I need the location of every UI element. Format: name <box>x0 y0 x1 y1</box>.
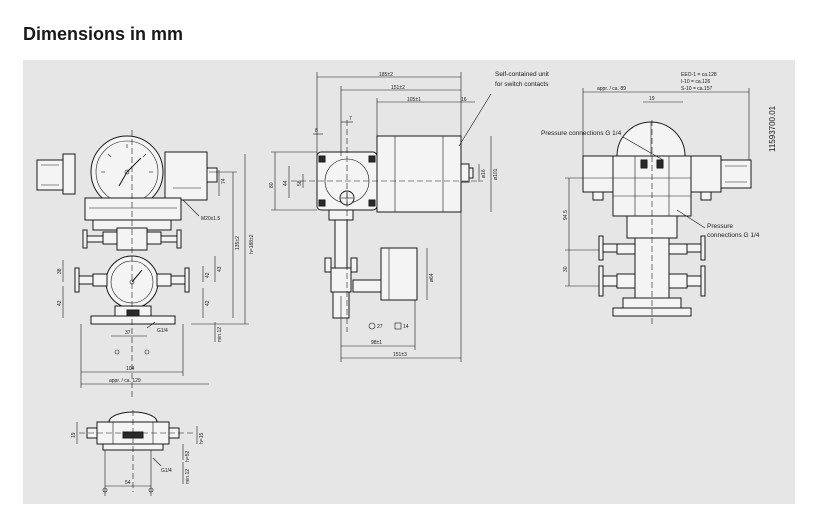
right-view: EEO-1 = ca.128 I-10 = ca.126 S-10 = ca.1… <box>541 72 777 326</box>
dim-43: 43 <box>217 266 223 272</box>
dim-80: 80 <box>269 182 275 188</box>
self-contained-note-1: Self-contained unit <box>495 71 549 78</box>
dim-37: 37 <box>125 330 131 336</box>
dim-phi101: ø101 <box>493 168 499 180</box>
dim-h15: h=15 <box>199 433 205 444</box>
dim-30: 30 <box>563 266 569 272</box>
dim-eeo: EEO-1 = ca.128 <box>681 72 717 78</box>
dim-151: 151±2 <box>391 85 405 91</box>
drawing-panel: M20x1.5 74 135±2 h=188±2 43 42 42 min.12… <box>23 60 795 504</box>
dim-min12-bottom: min.12 <box>185 469 191 484</box>
dim-188: h=188±2 <box>249 234 255 254</box>
dim-54: 54 <box>125 480 131 486</box>
dim-105: 105±1 <box>407 97 421 103</box>
g14-bottom: G1/4 <box>161 468 172 474</box>
front-view: M20x1.5 74 135±2 h=188±2 43 42 42 min.12… <box>36 130 255 400</box>
side-gauge <box>380 247 418 301</box>
pressure-note-right-2: connections G 1/4 <box>707 232 760 239</box>
dim-19-right: 19 <box>649 96 655 102</box>
dim-104: 104 <box>126 366 135 372</box>
dim-42b: 42 <box>205 272 211 278</box>
dim-phi64: ø64 <box>429 273 435 282</box>
dim-44: 44 <box>283 180 289 186</box>
dim-19-bottom: 19 <box>71 432 77 438</box>
page-title: Dimensions in mm <box>23 24 184 44</box>
dim-min12: min.12 <box>217 327 223 342</box>
left-connector <box>36 159 64 191</box>
switch-box <box>164 151 208 201</box>
self-contained-note-2: for switch contacts <box>495 81 549 88</box>
dim-phi16: ø16 <box>481 169 487 178</box>
dim-appr89: appr. / ca. 89 <box>597 86 626 92</box>
dim-58: 58 <box>297 180 303 186</box>
dim-94: 94.5 <box>563 210 569 220</box>
switch-cylinder <box>376 135 462 213</box>
dim-185: 185±2 <box>379 72 393 78</box>
pressure-note-right-1: Pressure <box>707 223 733 230</box>
side-view: 185±2 151±2 105±1 16 7 8 80 44 58 ø16 ø1… <box>269 71 549 362</box>
dim-appr129: appr. / ca. 129 <box>109 378 141 384</box>
bottom-view: 19 h=15 h=52 min.12 G1/4 54 <box>71 410 205 496</box>
dim-135: 135±2 <box>235 236 241 250</box>
dim-14: 14 <box>403 324 409 330</box>
dim-27: 27 <box>377 324 383 330</box>
dim-8: 8 <box>315 128 318 134</box>
dim-151b: 151±3 <box>393 352 407 358</box>
dim-74: 74 <box>221 178 227 184</box>
figure-id: 11593700.01 <box>768 105 777 152</box>
g14-label: G1/4 <box>157 328 168 334</box>
dimension-drawing: M20x1.5 74 135±2 h=188±2 43 42 42 min.12… <box>36 71 777 496</box>
dim-38: 38 <box>57 268 63 274</box>
dim-98: 98±1 <box>371 340 382 346</box>
pressure-note-top: Pressure connections G 1/4 <box>541 130 622 137</box>
dim-42: 42 <box>205 300 211 306</box>
dim-42-left: 42 <box>57 300 63 306</box>
dim-s10: S-10 = ca.157 <box>681 86 712 92</box>
dim-h52: h=52 <box>185 451 191 462</box>
thread-label: M20x1.5 <box>201 216 220 222</box>
dim-16: 16 <box>461 97 467 103</box>
dim-7: 7 <box>349 116 352 122</box>
dim-i10: I-10 = ca.126 <box>681 79 711 85</box>
